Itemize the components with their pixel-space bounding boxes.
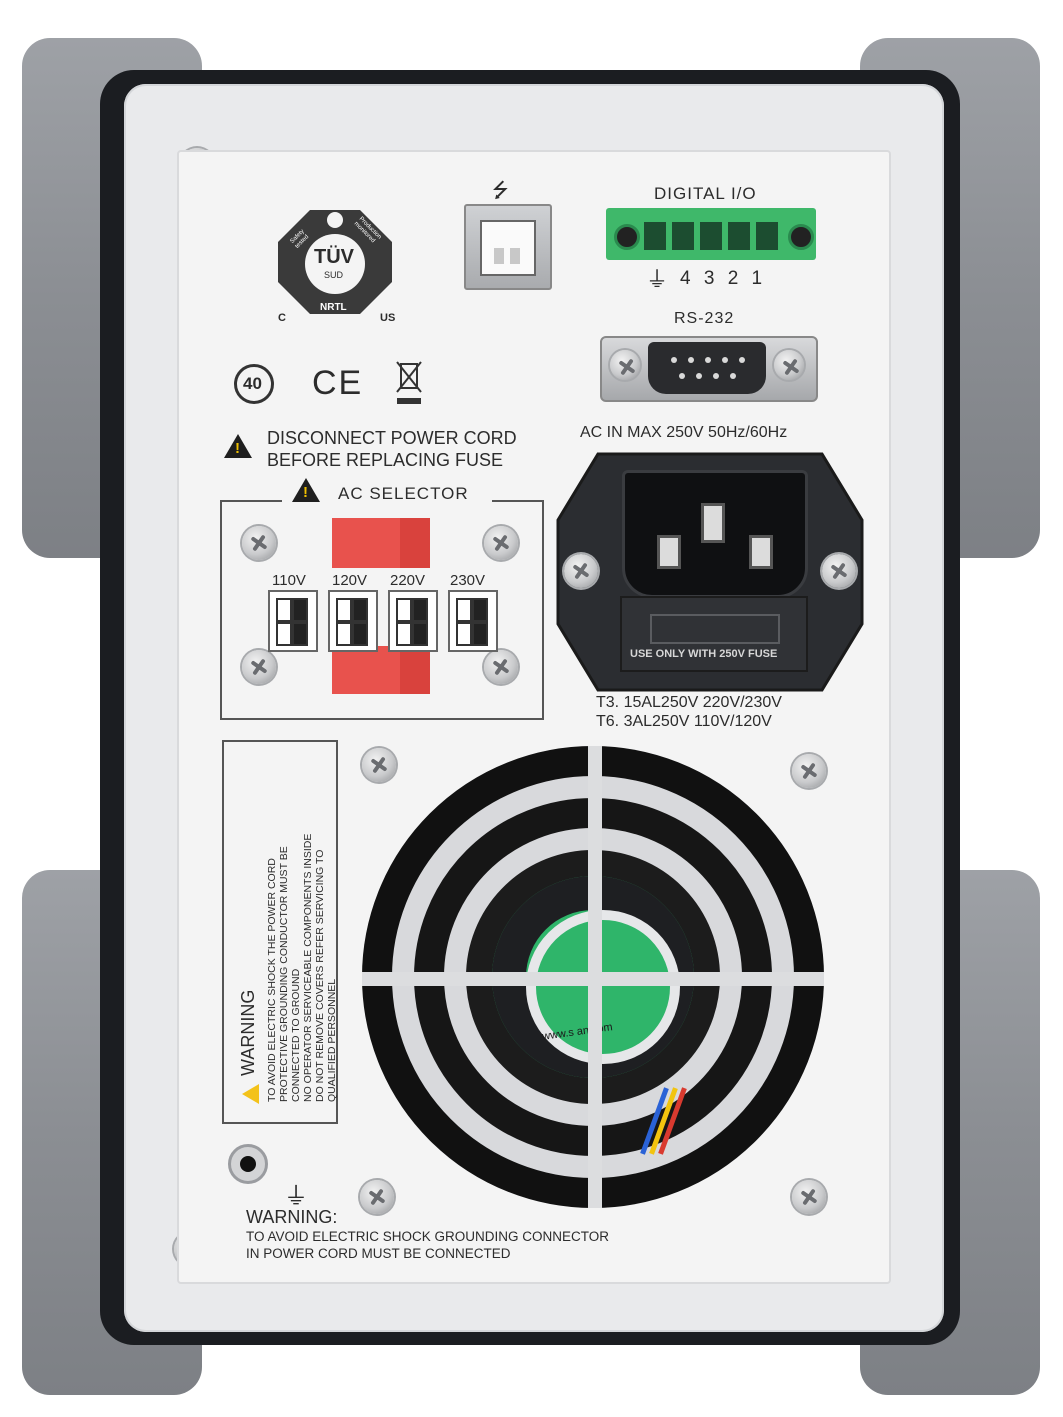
digital-io-terminal[interactable] bbox=[606, 208, 816, 260]
screw-icon bbox=[792, 754, 826, 788]
fan-wires bbox=[640, 1086, 692, 1166]
warning-triangle-icon bbox=[242, 1084, 259, 1104]
ce-mark: CE bbox=[312, 364, 364, 402]
selector-position-120 bbox=[328, 590, 378, 652]
fuse-drawer[interactable]: USE ONLY WITH 250V FUSE bbox=[620, 596, 808, 672]
rs232-port[interactable] bbox=[600, 336, 818, 402]
fuse-warning-line2: BEFORE REPLACING FUSE bbox=[267, 450, 504, 470]
usb-b-port[interactable] bbox=[464, 204, 552, 290]
selector-position-230 bbox=[448, 590, 498, 652]
selector-position-110 bbox=[268, 590, 318, 652]
screw-icon bbox=[242, 650, 276, 684]
side-warning-box bbox=[222, 740, 338, 1124]
eco-40-icon: 40 bbox=[234, 364, 274, 404]
side-warning-text: WARNING TO AVOID ELECTRIC SHOCK THE POWE… bbox=[238, 833, 338, 1104]
usb-icon: ⭍ bbox=[492, 180, 509, 202]
digital-io-pin-numbers: 4 3 2 1 bbox=[680, 268, 763, 289]
weee-bin-icon bbox=[394, 356, 424, 406]
tuv-c-label: C bbox=[278, 312, 286, 324]
tuv-us-label: US bbox=[380, 312, 396, 324]
screw-icon bbox=[362, 748, 396, 782]
screw-icon bbox=[564, 554, 598, 588]
screw-icon bbox=[484, 526, 518, 560]
fuse-drawer-label: USE ONLY WITH 250V FUSE bbox=[630, 648, 778, 660]
tuv-sub: SUD bbox=[324, 270, 344, 280]
ac-selector-title: AC SELECTOR bbox=[338, 484, 469, 503]
voltage-label-230: 230V bbox=[450, 572, 486, 589]
screw-icon bbox=[484, 650, 518, 684]
voltage-label-220: 220V bbox=[390, 572, 426, 589]
fuse-rating-line2: T6. 3AL250V 110V/120V bbox=[596, 713, 772, 730]
ground-warning-line1: TO AVOID ELECTRIC SHOCK GROUNDING CONNEC… bbox=[246, 1229, 610, 1244]
warning-triangle-icon bbox=[292, 478, 320, 502]
screw-icon bbox=[822, 554, 856, 588]
fuse-rating-line1: T3. 15AL250V 220V/230V bbox=[596, 694, 782, 711]
db9-connector bbox=[648, 342, 766, 394]
tuv-nrtl: NRTL bbox=[320, 302, 347, 313]
voltage-label-120: 120V bbox=[332, 572, 368, 589]
ac-selector-switch-bottom[interactable] bbox=[332, 646, 430, 694]
iec-power-socket[interactable] bbox=[622, 470, 808, 598]
ground-symbol-icon: ⏚ bbox=[646, 267, 669, 292]
usb-port-opening bbox=[480, 220, 536, 276]
selector-position-220 bbox=[388, 590, 438, 652]
tuv-certification-seal: TÜV SUD NRTL Safety tested Production mo… bbox=[274, 208, 396, 316]
ground-terminal[interactable] bbox=[228, 1144, 268, 1184]
ac-selector-switch-top[interactable] bbox=[332, 518, 430, 568]
chassis-ground-icon: ⏚ bbox=[284, 1183, 308, 1210]
rs232-label: RS-232 bbox=[674, 310, 735, 327]
ground-warning-line2: IN POWER CORD MUST BE CONNECTED bbox=[246, 1246, 511, 1261]
fuse-warning-line1: DISCONNECT POWER CORD bbox=[267, 428, 517, 448]
warning-triangle-icon bbox=[224, 434, 252, 458]
side-warning-title: WARNING bbox=[238, 989, 258, 1076]
cooling-fan-grille: www.s an.com bbox=[362, 746, 824, 1208]
ac-in-label: AC IN MAX 250V 50Hz/60Hz bbox=[580, 424, 788, 441]
screw-icon bbox=[792, 1180, 826, 1214]
screw-icon bbox=[242, 526, 276, 560]
ground-warning-title: WARNING: bbox=[246, 1207, 338, 1227]
voltage-label-110: 110V bbox=[272, 572, 306, 589]
screw-icon bbox=[360, 1180, 394, 1214]
tuv-brand: TÜV bbox=[314, 246, 354, 268]
digital-io-label: DIGITAL I/O bbox=[654, 184, 757, 203]
